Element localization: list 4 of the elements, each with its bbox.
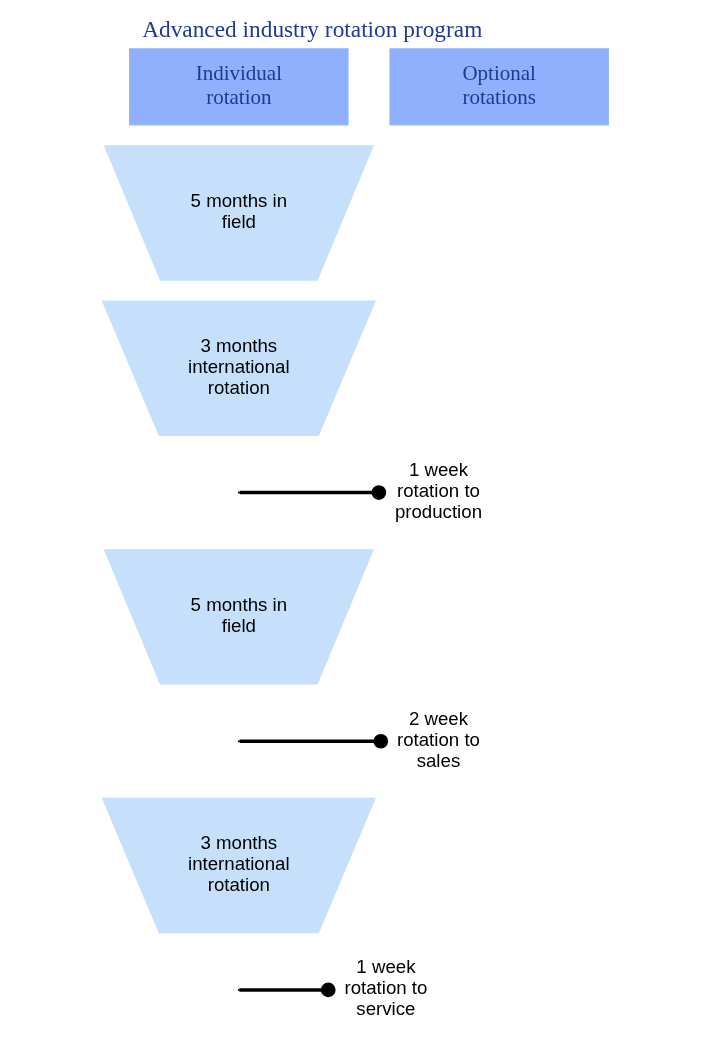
node-text: 1 week rotation to service [344, 955, 428, 1019]
node-text: 1 week rotation to production [394, 458, 483, 522]
node-text: 2 week rotation to sales [396, 707, 480, 771]
diagram-title: Advanced industry rotation program [142, 15, 483, 42]
